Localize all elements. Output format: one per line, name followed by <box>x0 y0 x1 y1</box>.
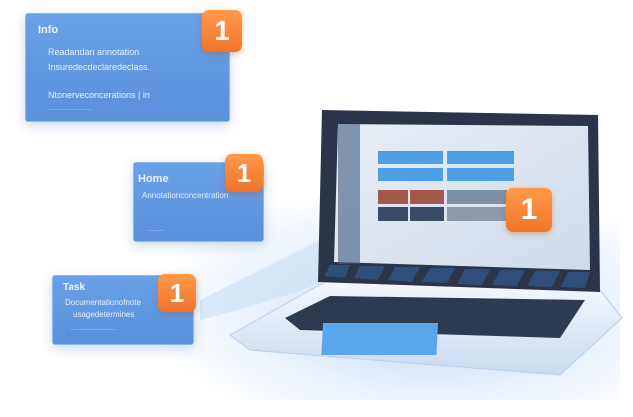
card-small: .......... <box>148 227 165 233</box>
card-line: usagedetermines <box>73 310 135 319</box>
card-badge: 1 <box>158 274 196 312</box>
info-card-2: Home Annotationconcentration .......... <box>133 162 264 242</box>
laptop-badge: 1 <box>506 188 552 232</box>
card-small: ........................... <box>48 106 94 112</box>
card-line: Annotationconcentration <box>142 191 229 200</box>
card-badge: 1 <box>202 10 242 52</box>
screen-rows <box>378 151 514 221</box>
card-title: Home <box>138 173 169 185</box>
card-line: Insuredecdeclaredeclass. <box>48 62 151 72</box>
card-line: Ntonerveconcerations | in <box>48 90 150 100</box>
card-badge: 1 <box>225 154 263 192</box>
card-line: Readandan annotation <box>48 47 140 57</box>
screen-sidebar <box>338 124 360 264</box>
card-small: ........................... <box>71 326 117 332</box>
card-title: Task <box>63 282 86 293</box>
screen-tiles <box>325 265 590 288</box>
card-line: Documentationofnote <box>65 298 142 307</box>
card-title: Info <box>38 24 59 36</box>
light-swoosh <box>200 230 340 320</box>
trackpad <box>321 323 439 355</box>
info-card-1: Info Readandan annotation Insuredecdecla… <box>25 13 230 122</box>
